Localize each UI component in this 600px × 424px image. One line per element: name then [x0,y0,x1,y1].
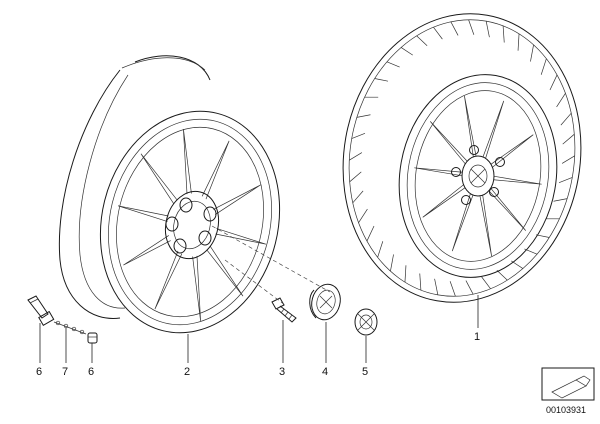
tread-groove [366,225,375,242]
rim-spoke [213,184,261,215]
tread-groove [481,276,491,290]
tread-groove [468,19,475,35]
tire-spoke [493,175,542,185]
tread-groove [562,133,575,145]
tread-groove [349,171,362,183]
tread-groove [553,198,568,202]
tread-groove [502,25,505,43]
tread-groove [540,58,547,75]
callout-6-cap: 6 [88,366,94,378]
callout-4: 4 [322,366,328,378]
tread-groove [351,133,366,139]
tire-spoke [482,100,505,159]
tread-groove [358,208,368,223]
tread-groove [465,280,474,295]
tread-groove [450,21,459,36]
callout-7: 7 [62,366,68,378]
tread-groove [416,35,428,46]
callout-6-valve: 6 [36,366,42,378]
reference-sheet-icon [541,367,595,401]
reference-number: 00103931 [546,405,586,415]
tire-spoke [414,167,463,177]
tread-groove [433,26,443,40]
callout-1: 1 [474,331,480,343]
rim-spoke [215,228,267,245]
tire-spoke [488,187,527,231]
tread-groove [390,254,394,272]
rim-spoke [140,153,178,204]
rim-spoke [154,250,183,310]
tire-spoke [451,193,474,252]
valve-icon[interactable] [27,295,55,327]
tread-groove [535,234,550,238]
tread-groove [517,33,520,51]
tread-groove [377,241,384,258]
callout-5: 5 [362,366,368,378]
valve-chain-icon[interactable] [53,320,98,344]
tread-groove [485,21,490,38]
tread-groove [349,152,363,161]
tread-groove [558,177,573,183]
tread-groove [374,78,389,82]
tread-groove [386,61,400,68]
tire-spoke [429,121,468,165]
tread-groove [400,47,413,56]
tread-groove [496,270,508,281]
rim-spoke [206,246,244,297]
rim-spoke [201,140,230,200]
tread-groove [530,44,534,62]
wheel-rim-icon[interactable] [58,55,302,352]
tread-groove [556,93,566,108]
tread-groove [404,265,407,283]
tread-groove [449,281,456,297]
tread-groove [560,112,572,126]
rim-spoke [183,128,192,195]
tire-spoke [464,95,477,157]
rim-spoke [117,205,169,222]
rim-spoke [123,235,171,266]
bolt-icon[interactable] [271,297,297,323]
tread-groove [549,74,558,91]
tread-groove [356,114,371,118]
rim-spoke [192,255,201,322]
callout-3: 3 [279,366,285,378]
tire-spoke [490,134,534,168]
tire-spoke [479,195,492,257]
tread-groove [352,190,364,204]
callout-2: 2 [184,366,190,378]
assembly-axis-line [211,225,331,293]
tire-wheel-icon[interactable] [321,0,600,321]
emblem-icon[interactable] [354,308,378,336]
tire-spoke [422,184,466,218]
bolt-axis-line [224,259,286,306]
hub-cap-icon[interactable] [308,281,344,323]
tread-groove [419,273,422,291]
tread-groove [561,155,575,164]
tread-groove [434,278,439,295]
